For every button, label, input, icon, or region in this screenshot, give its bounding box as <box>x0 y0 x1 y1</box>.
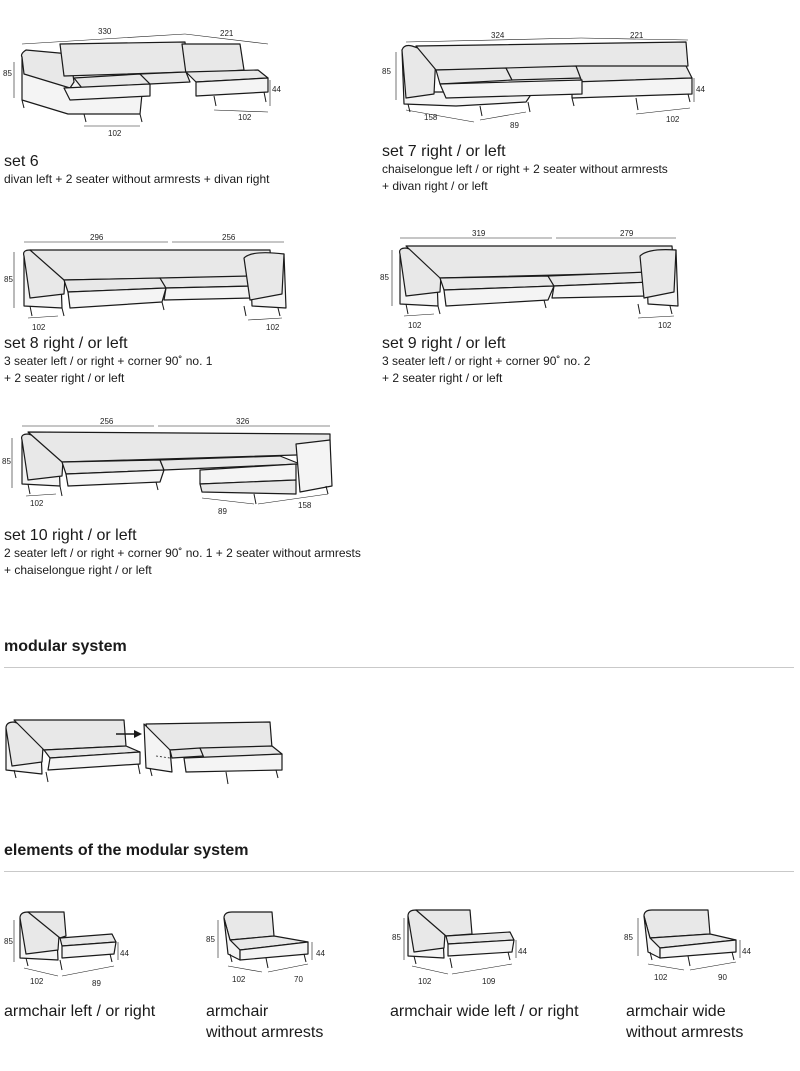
element-4-dim-height: 85 <box>624 933 633 942</box>
elements-divider <box>4 871 794 872</box>
set7-dim-side: 44 <box>696 85 705 94</box>
set10-drawing: 256 326 85 102 89 158 <box>2 417 333 516</box>
set6-desc-line-1: divan left + 2 seater without armrests +… <box>4 172 270 186</box>
set10-dim-front-right: 158 <box>298 501 312 510</box>
element-2-label-line-1: armchair <box>206 1003 269 1020</box>
element-1-dim-height: 85 <box>4 937 13 946</box>
element-4-label-line-1: armchair wide <box>626 1003 726 1020</box>
element-4-label-line-2: without armrests <box>626 1024 744 1041</box>
set8-desc-line-1: 3 seater left / or right + corner 90˚ no… <box>4 354 213 368</box>
element-2-dim-depth: 102 <box>232 975 246 984</box>
set7-dim-height: 85 <box>382 67 391 76</box>
set6-dim-top-left: 330 <box>98 27 112 36</box>
element-2-dim-width: 70 <box>294 975 303 984</box>
set9-dim-height: 85 <box>380 273 389 282</box>
set9-dim-top-right: 279 <box>620 229 634 238</box>
element-1-dim-width: 89 <box>92 979 101 988</box>
set6-dim-front-left: 102 <box>108 129 122 138</box>
element-1-drawing: 85 44 102 89 <box>4 911 129 988</box>
set8-drawing: 296 256 85 102 102 <box>4 233 287 332</box>
set10-dim-height: 85 <box>2 457 11 466</box>
set9-block: 319 279 85 102 102 set 9 right / or left… <box>376 220 800 390</box>
element-3-drawing: 85 44 102 109 <box>392 909 527 986</box>
element-armchair-wide-without-armrests: 85 44 102 90 armchair wide without armre… <box>622 900 800 1050</box>
set7-drawing: 324 221 85 44 158 89 102 <box>382 31 705 130</box>
set10-dim-front-mid: 89 <box>218 507 227 516</box>
element-3-label: armchair wide left / or right <box>390 1003 579 1020</box>
element-3-dim-height: 85 <box>392 933 401 942</box>
set10-desc-line-2: + chaiselongue right / or left <box>4 563 152 577</box>
set7-dim-front-mid: 89 <box>510 121 519 130</box>
element-2-drawing: 85 44 102 70 <box>206 911 325 984</box>
element-4-drawing: 85 44 102 90 <box>624 909 751 982</box>
element-3-dim-width: 109 <box>482 977 496 986</box>
set7-dim-front-right: 102 <box>666 115 680 124</box>
set6-dim-front-right: 102 <box>238 113 252 122</box>
set10-dim-top-left: 256 <box>100 417 114 426</box>
set8-title: set 8 right / or left <box>4 335 128 352</box>
modular-system-drawing <box>5 719 283 785</box>
set10-dim-top-right: 326 <box>236 417 250 426</box>
set6-dim-height: 85 <box>3 69 12 78</box>
set6-dim-side: 44 <box>272 85 281 94</box>
set9-desc-line-2: + 2 seater right / or left <box>382 371 503 385</box>
modular-system-divider <box>4 667 794 668</box>
set10-desc-line-1: 2 seater left / or right + corner 90˚ no… <box>4 546 361 560</box>
element-3-dim-side: 44 <box>518 947 527 956</box>
set9-drawing: 319 279 85 102 102 <box>380 229 679 330</box>
element-4-dim-depth: 102 <box>654 973 668 982</box>
element-2-label-line-2: without armrests <box>206 1024 324 1041</box>
set8-dim-top-left: 296 <box>90 233 104 242</box>
set8-dim-top-right: 256 <box>222 233 236 242</box>
set10-title: set 10 right / or left <box>4 527 137 544</box>
element-1-label: armchair left / or right <box>4 1003 156 1020</box>
set7-desc-line-2: + divan right / or left <box>382 179 488 193</box>
set8-block: 296 256 85 102 102 set 8 right / or left… <box>0 220 376 390</box>
set6-title: set 6 <box>4 153 39 170</box>
set7-block: 324 221 85 44 158 89 102 set 7 right / o… <box>376 0 800 200</box>
element-1-dim-depth: 102 <box>30 977 44 986</box>
elements-heading: elements of the modular system <box>4 842 249 859</box>
element-2-dim-height: 85 <box>206 935 215 944</box>
set10-block: 256 326 85 102 89 158 set 10 right / or … <box>0 410 480 590</box>
element-armchair-without-armrests: 85 44 102 70 armchair without armrests <box>200 900 390 1050</box>
set6-dim-top-right: 221 <box>220 29 234 38</box>
set8-dim-front-left: 102 <box>32 323 46 332</box>
set7-desc-line-1: chaiselongue left / or right + 2 seater … <box>382 162 668 176</box>
set7-title: set 7 right / or left <box>382 143 506 160</box>
set7-dim-top-left: 324 <box>491 31 505 40</box>
set9-dim-top-left: 319 <box>472 229 486 238</box>
set9-desc-line-1: 3 seater left / or right + corner 90˚ no… <box>382 354 591 368</box>
element-armchair-wide-left-right: 85 44 102 109 armchair wide left / or ri… <box>386 900 622 1050</box>
set7-dim-top-right: 221 <box>630 31 644 40</box>
element-3-dim-depth: 102 <box>418 977 432 986</box>
set6-block: 330 221 85 44 102 102 set 6 divan left +… <box>0 0 380 200</box>
element-4-dim-width: 90 <box>718 973 727 982</box>
set8-desc-line-2: + 2 seater right / or left <box>4 371 125 385</box>
element-1-dim-side: 44 <box>120 949 129 958</box>
set9-dim-front-right: 102 <box>658 321 672 330</box>
set10-dim-front-left: 102 <box>30 499 44 508</box>
set7-dim-front-left: 158 <box>424 113 438 122</box>
modular-system-heading: modular system <box>4 638 127 655</box>
element-armchair-left-right: 85 44 102 89 armchair left / or right <box>0 900 200 1050</box>
set8-dim-front-right: 102 <box>266 323 280 332</box>
element-4-dim-side: 44 <box>742 947 751 956</box>
element-2-dim-side: 44 <box>316 949 325 958</box>
set9-dim-front-left: 102 <box>408 321 422 330</box>
set9-title: set 9 right / or left <box>382 335 506 352</box>
set6-drawing: 330 221 85 44 102 102 <box>3 27 281 138</box>
set8-dim-height: 85 <box>4 275 13 284</box>
